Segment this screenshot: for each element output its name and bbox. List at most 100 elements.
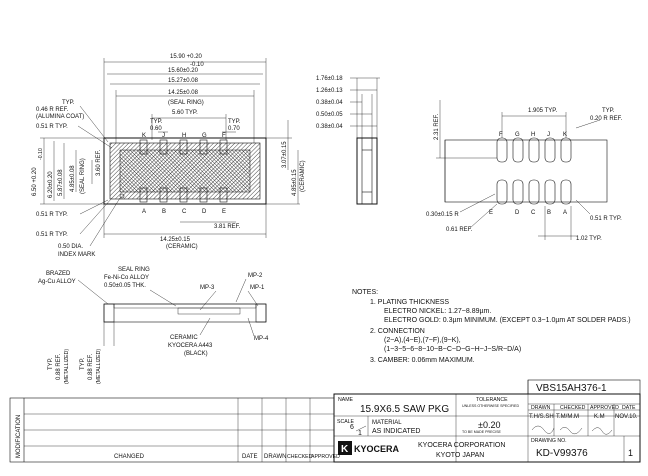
dim-label: TYP. — [150, 119, 163, 125]
dim-label: 1.02 TYP. — [576, 236, 602, 242]
logo-text: KYOCERA — [354, 444, 400, 454]
section-label: KYOCERA A443 — [168, 343, 213, 349]
pad-label: E — [222, 209, 226, 215]
svg-text:K: K — [341, 444, 349, 455]
dim-label: TYP. — [80, 357, 86, 370]
dim-label: TYP. — [228, 119, 241, 125]
dim-label: 6.20±0.20 — [48, 171, 54, 198]
dim-label: (METALLIZED) — [64, 349, 70, 384]
callout: 0.46 R REF. — [36, 107, 69, 113]
signature — [591, 427, 613, 435]
modification-label: MODIFICATION — [16, 415, 22, 458]
pad-label: H — [531, 132, 535, 138]
pad-label: F — [222, 133, 226, 139]
notes-heading: NOTES: — [352, 289, 378, 296]
section-label: (BLACK) — [184, 351, 208, 357]
callout: TYP. — [62, 100, 75, 106]
tolerance-value: ±0.20 — [478, 420, 500, 430]
drawing-number: KD-V99376 — [536, 448, 588, 459]
pad-label: A — [142, 209, 146, 215]
note-line: 1. PLATING THICKNESS — [370, 299, 449, 306]
drawn-label: DRAWN — [531, 405, 551, 411]
dim-label: 5.87±0.08 — [58, 169, 64, 196]
approved-by: K.M — [594, 414, 605, 420]
section-view: BRAZED Ag-Cu ALLOY SEAL RING Fe-Ni-Co AL… — [38, 267, 269, 384]
section-label: MP-1 — [250, 285, 265, 291]
dim-label: 4.85±0.08 — [70, 165, 76, 192]
kyocera-logo-icon: K KYOCERA — [338, 441, 400, 455]
pad-label: G — [515, 132, 520, 138]
dim-label: 3.60 REF. — [96, 149, 102, 176]
dim-label: 1.76±0.18 — [316, 76, 343, 82]
section-label: MP-4 — [254, 336, 269, 342]
note-line: ELECTRO GOLD: 0.3µm MINIMUM. (EXCEPT 0.3… — [384, 317, 631, 324]
scale-numerator: 6 — [350, 424, 354, 431]
dim-label: (CERAMIC) — [300, 160, 306, 192]
pad-label: G — [202, 133, 207, 139]
material-label: MATERIAL — [372, 420, 402, 426]
side-view: 1.76±0.18 1.26±0.13 0.38±0.04 0.50±0.05 … — [316, 76, 380, 205]
dim-label: 0.38±0.04 — [316, 100, 343, 106]
dim-label: 14.25±0.08 — [168, 90, 199, 96]
rev-column: DATE — [242, 454, 258, 460]
signature — [531, 425, 555, 434]
dim-label: 5.60 TYP. — [172, 110, 198, 116]
pad-label: F — [499, 132, 503, 138]
dim-label: 0.60 — [150, 126, 162, 132]
section-label: Ag-Cu ALLOY — [38, 279, 76, 285]
top-pads-upper — [139, 139, 228, 155]
callout: 0.51 R TYP. — [36, 212, 68, 218]
package-outline — [103, 137, 267, 205]
note-line: 2. CONNECTION — [370, 328, 425, 335]
note-line: (1~3~5~6~8~10~B~C~D~G~H~J~S/R~D/A) — [384, 346, 521, 353]
rev-column: CHANGED — [114, 454, 145, 460]
pad-label: B — [547, 210, 551, 216]
section-label: 0.50±0.05 THK. — [104, 283, 146, 289]
revision-block: MODIFICATION CHANGED DATE DRAWN CHECKED … — [9, 397, 340, 463]
dim-label: (SEAL RING) — [168, 100, 204, 106]
dim-label: (CERAMIC) — [166, 244, 198, 250]
pad-label: B — [162, 209, 166, 215]
dim-label: 14.25±0.15 — [160, 237, 191, 243]
pad-label: E — [489, 210, 493, 216]
rev-column: DRAWN — [264, 454, 286, 460]
checked-by: T.M/M.M — [556, 414, 579, 420]
title-block: NAME 15.9X6.5 SAW PKG TOLERANCE UNLESS O… — [333, 379, 641, 463]
callout: 0.51 R TYP. — [36, 124, 68, 130]
pad-label: H — [182, 133, 186, 139]
dim-label: 2.31 REF. — [434, 113, 440, 140]
date-label: DATE — [622, 405, 636, 411]
dim-label: -0.10 — [190, 62, 204, 68]
dim-label: (SEAL RING) — [80, 158, 86, 194]
tolerance-note: TO BE MADE PRECISE — [462, 430, 501, 434]
note-line: 3. CAMBER: 0.06mm MAXIMUM. — [370, 357, 475, 364]
callout: 0.50 DIA. — [58, 244, 83, 250]
note-line: (2~A),(4~E),(7~F),(9~K), — [384, 337, 461, 344]
dim-label: 0.88 REF. — [56, 353, 62, 380]
date-value: NOV.10. — [615, 414, 638, 420]
scale-label: SCALE — [337, 419, 355, 425]
bottom-pads-upper — [496, 137, 572, 163]
dim-label: 4.85±0.15 — [292, 169, 298, 196]
dim-label: 0.51 R TYP. — [590, 216, 622, 222]
dim-label: 0.38±0.04 — [316, 124, 343, 130]
pad-label: A — [563, 210, 567, 216]
section-label: MP-3 — [200, 285, 215, 291]
drawn-by: T.H/S.SH — [529, 414, 554, 420]
drawing-no-label: DRAWING NO. — [531, 438, 567, 444]
section-label: BRAZED — [46, 271, 71, 277]
section-label: MP-2 — [248, 273, 263, 279]
name-label: NAME — [338, 397, 354, 403]
bottom-pads-lower — [496, 179, 572, 205]
material-value: AS INDICATED — [372, 428, 421, 435]
dim-label: 15.60±0.20 — [168, 68, 199, 74]
dim-label: 0.88 REF. — [88, 353, 94, 380]
pad-label: D — [515, 210, 520, 216]
tolerance-label: TOLERANCE — [476, 397, 508, 403]
pad-label: J — [547, 132, 550, 138]
section-label: SEAL RING — [118, 267, 150, 273]
dim-label: 0.20 R REF. — [590, 116, 623, 122]
dim-label: 0.50±0.05 — [316, 112, 343, 118]
dim-label: 1.26±0.13 — [316, 88, 343, 94]
